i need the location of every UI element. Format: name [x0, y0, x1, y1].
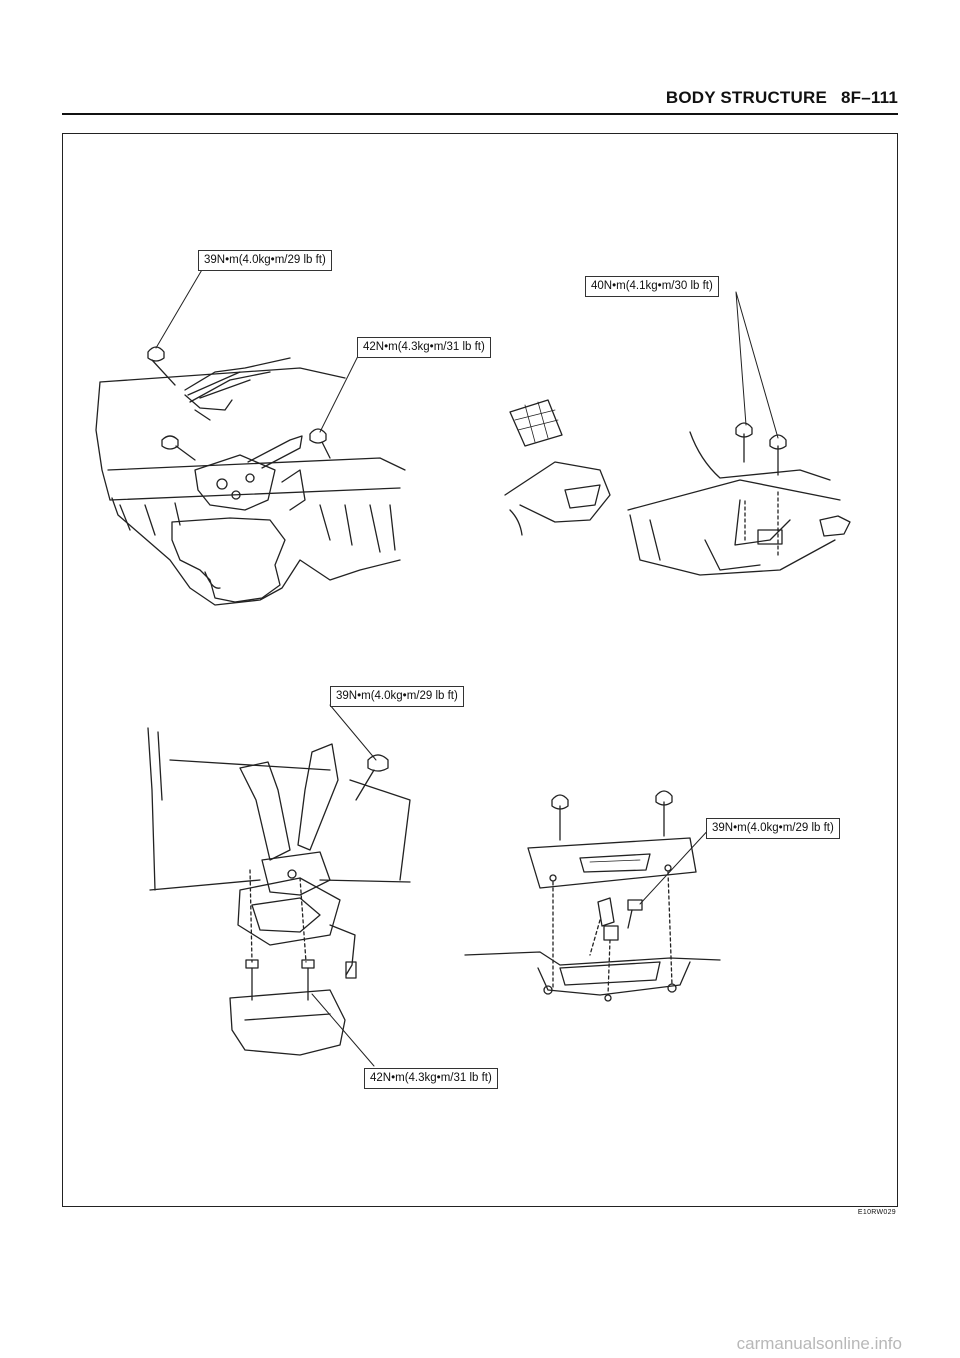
section-title: BODY STRUCTURE	[665, 88, 828, 107]
figure-id: E10RW029	[857, 1209, 896, 1216]
bolt-icon	[245, 959, 259, 1001]
header-rule	[62, 113, 898, 115]
bolt-icon	[551, 794, 569, 841]
page-number: 8F–111	[841, 88, 898, 107]
bolt-icon	[309, 428, 331, 459]
bolt-icon	[147, 346, 176, 386]
bolt-icon	[355, 754, 389, 801]
torque-callout-upper-right-bolt: 42N•m(4.3kg•m/31 lb ft)	[357, 337, 491, 358]
bolt-icon	[301, 959, 315, 1001]
bolt-icon	[735, 422, 753, 463]
watermark: carmanualsonline.info	[736, 1334, 902, 1353]
bolt-icon	[769, 434, 787, 476]
torque-callout-floor-plate-bolt: 39N•m(4.0kg•m/29 lb ft)	[706, 818, 840, 839]
floor-plate-figure	[464, 790, 721, 1002]
illustration-frame	[62, 133, 898, 1207]
torque-callout-striker-bolts: 40N•m(4.1kg•m/30 lb ft)	[585, 276, 719, 297]
page-header: BODY STRUCTURE 8F–111	[666, 88, 898, 108]
tailgate-latch-figure	[95, 267, 406, 606]
bolt-icon	[655, 790, 673, 837]
torque-callout-upper-left-bolt: 39N•m(4.0kg•m/29 lb ft)	[198, 250, 332, 271]
torque-callout-latch-mount-bolts: 42N•m(4.3kg•m/31 lb ft)	[364, 1068, 498, 1089]
seat-latch-figure	[147, 704, 411, 1067]
bolt-icon	[627, 899, 643, 929]
floor-striker-figure	[504, 291, 851, 576]
bolt-icon	[161, 435, 196, 461]
torque-callout-seat-latch-bolt: 39N•m(4.0kg•m/29 lb ft)	[330, 686, 464, 707]
